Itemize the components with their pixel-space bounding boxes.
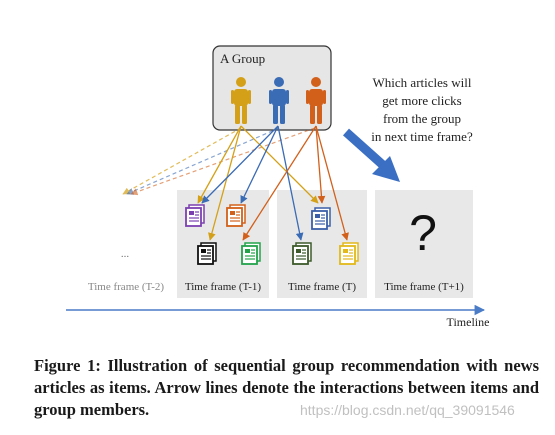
dashed-arrows-to-t-minus-2 <box>122 127 316 196</box>
arrow-orange-1 <box>242 125 317 241</box>
group-label: A Group <box>220 51 265 66</box>
dashed-arrow-member1 <box>122 127 242 195</box>
person-icon <box>306 77 326 124</box>
person-icon <box>231 77 251 124</box>
question-mark: ? <box>409 205 437 261</box>
newspaper-icon-darkgreen <box>292 242 312 265</box>
arrow-orange-3 <box>315 125 349 241</box>
interaction-arrows <box>197 125 349 241</box>
newspaper-icon-green <box>241 242 261 265</box>
newspaper-icon-yellow <box>339 242 359 265</box>
ellipsis: ... <box>121 248 130 260</box>
recommendation-diagram: A Group <box>66 45 490 329</box>
question-text: Which articles will get more clicks from… <box>371 75 473 144</box>
dashed-arrow-member3 <box>130 127 316 196</box>
question-line-1: Which articles will <box>373 75 472 90</box>
frame-label-t-minus-1: Time frame (T-1) <box>185 281 262 293</box>
arrow-blue-3 <box>277 125 304 241</box>
question-line-4: in next time frame? <box>371 129 473 144</box>
newspaper-icon-purple <box>185 204 205 227</box>
newspaper-icons <box>185 204 359 265</box>
arrow-gold-1 <box>197 125 242 204</box>
watermark: https://blog.csdn.net/qq_39091546 <box>300 402 515 418</box>
timeline-label: Timeline <box>447 315 490 329</box>
newspaper-icon-orange <box>226 204 246 227</box>
question-line-2: get more clicks <box>382 93 461 108</box>
frame-label-t-plus-1: Time frame (T+1) <box>384 281 464 293</box>
figure-caption: Figure 1: Illustration of sequential gro… <box>34 356 539 419</box>
question-line-3: from the group <box>383 111 461 126</box>
frame-box-t-plus-1 <box>375 190 473 298</box>
arrow-blue-2 <box>240 125 279 204</box>
newspaper-icon-blue <box>311 207 331 230</box>
person-icon <box>269 77 289 124</box>
newspaper-icon-black <box>197 242 217 265</box>
arrow-gold-3 <box>240 125 319 204</box>
frame-label-t: Time frame (T) <box>288 281 356 293</box>
arrow-gold-2 <box>208 125 242 241</box>
frame-label-t-minus-2: Time frame (T-2) <box>88 281 165 293</box>
big-arrow <box>342 128 400 182</box>
dashed-arrow-member2 <box>126 127 280 195</box>
arrow-blue-1 <box>201 125 279 204</box>
arrow-orange-2 <box>315 125 326 204</box>
